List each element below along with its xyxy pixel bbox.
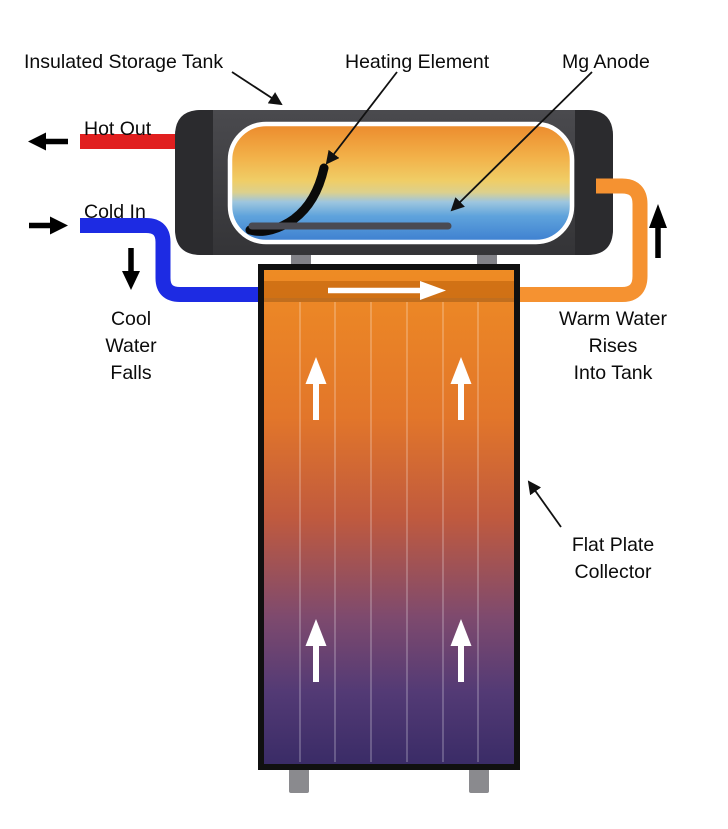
pointer-insulated-storage-tank bbox=[231, 71, 283, 106]
cool-water-falls-arrow bbox=[122, 248, 140, 290]
hot-out-pipe bbox=[80, 134, 184, 149]
tank-left-cap bbox=[175, 110, 213, 255]
pointer-heating-element bbox=[325, 71, 398, 165]
warm-water-pipe bbox=[516, 178, 648, 302]
external-flow-arrows bbox=[28, 132, 667, 290]
label-line: Rises bbox=[588, 335, 638, 357]
collector-up-arrow bbox=[305, 357, 327, 420]
label-hot-out: Hot Out bbox=[84, 118, 152, 140]
collector-legs bbox=[289, 766, 489, 793]
label-line: Warm Water bbox=[559, 308, 667, 330]
label-cool-water-falls: Cool Water Falls bbox=[88, 306, 174, 387]
label-line: Falls bbox=[110, 362, 152, 384]
internal-flow-arrows bbox=[305, 281, 472, 682]
collector-flow-right-arrow bbox=[328, 281, 446, 300]
label-line: Flat Plate bbox=[571, 534, 655, 556]
label-warm-water-rises: Warm Water Rises Into Tank bbox=[543, 306, 683, 387]
heating-element bbox=[245, 163, 329, 236]
flat-plate-collector bbox=[258, 264, 520, 770]
cold-in-pipe bbox=[80, 218, 262, 302]
label-line: Cool bbox=[110, 308, 152, 330]
label-heating-element: Heating Element bbox=[345, 51, 490, 73]
label-line: Collector bbox=[574, 561, 652, 583]
tank-right-cap bbox=[575, 110, 613, 255]
label-insulated-storage-tank: Insulated Storage Tank bbox=[24, 51, 224, 73]
collector-up-arrow bbox=[450, 619, 472, 682]
tank-water-window bbox=[227, 121, 575, 245]
cold-in-flow-arrow bbox=[29, 216, 68, 235]
label-cold-in: Cold In bbox=[84, 201, 146, 223]
collector-panel bbox=[258, 264, 520, 770]
warm-water-rises-arrow bbox=[649, 204, 667, 258]
pointer-flat-plate-collector bbox=[527, 480, 562, 528]
insulated-storage-tank bbox=[175, 110, 613, 255]
collector-header-shadow bbox=[264, 298, 514, 302]
label-line: Into Tank bbox=[573, 362, 653, 384]
hot-out-flow-arrow bbox=[28, 132, 68, 151]
label-line: Water bbox=[105, 335, 157, 357]
pointer-mg-anode bbox=[450, 71, 593, 212]
collector-up-arrow bbox=[450, 357, 472, 420]
label-flat-plate-collector: Flat Plate Collector bbox=[543, 532, 683, 586]
label-pointers bbox=[231, 71, 593, 528]
label-mg-anode: Mg Anode bbox=[562, 51, 650, 73]
collector-up-arrow bbox=[305, 619, 327, 682]
riser-tubes bbox=[299, 302, 479, 762]
